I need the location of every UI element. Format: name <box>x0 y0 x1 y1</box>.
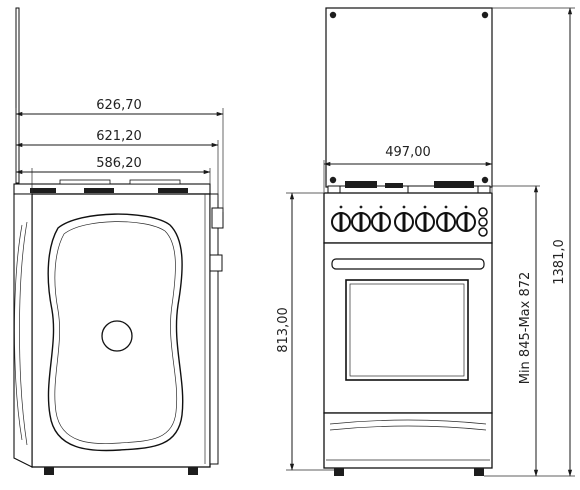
front-foot <box>334 468 344 476</box>
front-view <box>323 7 493 476</box>
knob <box>394 205 414 232</box>
lid-screw <box>329 176 337 184</box>
knob <box>331 205 351 232</box>
knob <box>436 205 456 232</box>
side-view <box>13 7 224 475</box>
front-foot <box>474 468 484 476</box>
dim-side-depth-1: 626,70 <box>96 98 142 113</box>
dim-front-hob-height: Min 845-Max 872 <box>518 272 533 385</box>
front-dimensions <box>286 7 575 477</box>
knob <box>415 205 435 232</box>
dim-front-body-height: 813,00 <box>276 307 291 353</box>
knob <box>351 205 371 232</box>
side-handle <box>209 254 223 272</box>
side-burners <box>30 179 188 193</box>
knob <box>371 205 391 232</box>
dim-front-width: 497,00 <box>385 145 431 160</box>
ignition-buttons <box>478 207 488 237</box>
side-knob <box>211 207 224 229</box>
control-knobs <box>331 205 488 237</box>
side-lid <box>15 7 20 184</box>
dim-side-depth-2: 621,20 <box>96 129 142 144</box>
lid-screw <box>481 176 489 184</box>
front-lid <box>325 7 493 188</box>
lid-screw <box>481 11 489 19</box>
oven-window <box>345 279 469 381</box>
side-front-panel <box>209 193 219 465</box>
side-back-panel <box>13 193 33 468</box>
side-vent <box>101 320 133 352</box>
dim-front-total-height: 1381,0 <box>552 239 567 285</box>
side-foot <box>188 467 198 475</box>
dim-side-depth-3: 586,20 <box>96 156 142 171</box>
knob <box>456 205 476 232</box>
lid-screw <box>329 11 337 19</box>
side-dimensions <box>15 108 224 212</box>
side-foot <box>44 467 54 475</box>
oven-handle <box>331 258 485 270</box>
